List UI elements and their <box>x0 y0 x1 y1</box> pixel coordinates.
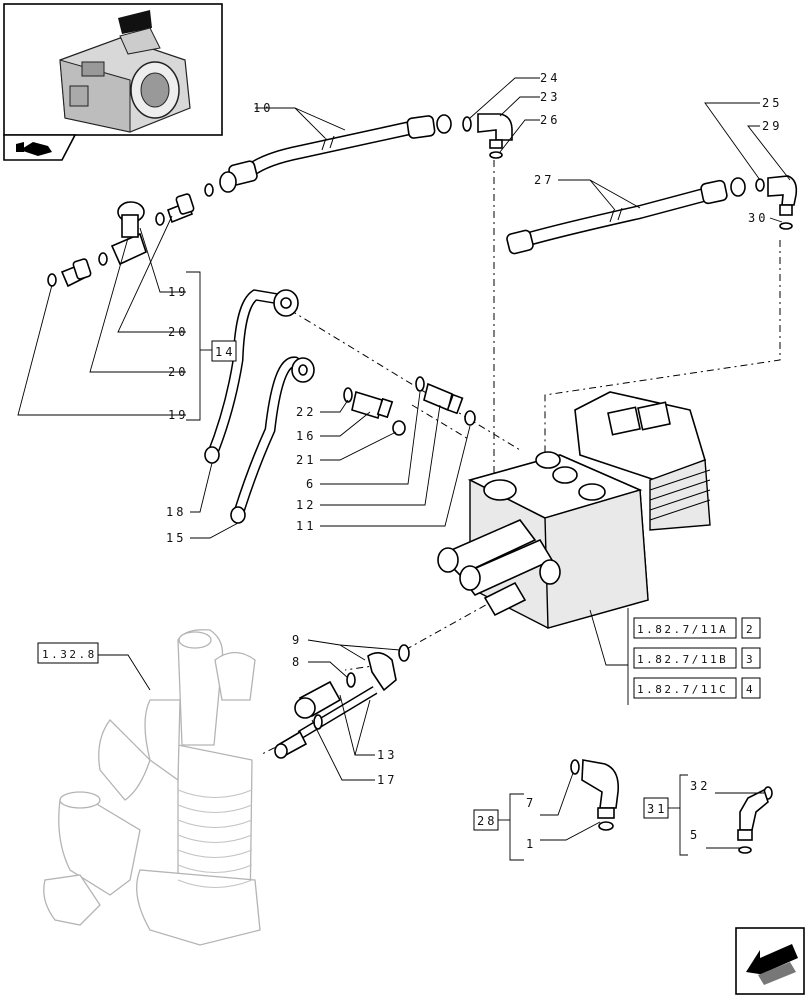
control-valve-assembly[interactable] <box>437 391 711 629</box>
callout-8: 8 <box>292 655 302 669</box>
leader-lines <box>17 77 791 861</box>
elbow-29[interactable] <box>767 175 798 216</box>
ghost-ribs <box>177 789 253 888</box>
ref-11b-label: 1.82.7/11B <box>637 653 728 666</box>
callout-29: 29 <box>762 119 782 133</box>
ref-11c-page: 4 <box>746 683 755 696</box>
callout-16: 16 <box>296 429 316 443</box>
ref-11b-page: 3 <box>746 653 755 666</box>
ref-box-11c[interactable]: 1.82.7/11C 4 <box>633 677 761 699</box>
ref-box-28[interactable]: 28 <box>473 809 499 831</box>
oring-24[interactable] <box>462 116 472 132</box>
callout-9: 9 <box>292 633 302 647</box>
next-page-arrow-icon[interactable] <box>735 927 805 995</box>
callout-23: 23 <box>540 90 560 104</box>
ref-box-31[interactable]: 31 <box>643 797 669 819</box>
callout-18: 18 <box>166 505 186 519</box>
elbow-28[interactable] <box>570 759 620 831</box>
callout-24: 24 <box>540 71 560 85</box>
elbow-31[interactable] <box>737 786 773 854</box>
callout-5: 5 <box>690 828 700 842</box>
ref-box-1-32-8[interactable]: 1.32.8 <box>37 642 99 664</box>
tube-15[interactable] <box>230 356 315 524</box>
elbow-23[interactable] <box>477 113 513 149</box>
ref-box-11a[interactable]: 1.82.7/11A 2 <box>633 617 761 639</box>
hose-10[interactable] <box>219 114 452 193</box>
callout-1: 1 <box>526 837 536 851</box>
callout-27: 27 <box>534 173 554 187</box>
ref-box-11b[interactable]: 1.82.7/11B 3 <box>633 647 761 669</box>
callout-13: 13 <box>377 748 397 762</box>
callout-6: 6 <box>306 477 316 491</box>
transmission-housing-thumbnail <box>59 10 191 133</box>
left-fittings[interactable] <box>47 183 214 288</box>
ref-11a-page: 2 <box>746 623 755 636</box>
callout-22: 22 <box>296 405 316 419</box>
callout-26: 26 <box>540 113 560 127</box>
ghost-housing-assembly <box>43 629 261 946</box>
callout-32: 32 <box>690 779 710 793</box>
callout-28: 28 <box>477 814 497 828</box>
callout-19b: 19 <box>168 408 188 422</box>
callout-11: 11 <box>296 519 316 533</box>
callout-20b: 20 <box>168 365 188 379</box>
callout-17: 17 <box>377 773 397 787</box>
callout-25: 25 <box>762 96 782 110</box>
callout-7: 7 <box>526 796 536 810</box>
fitting-group-6-12-11[interactable] <box>415 376 476 426</box>
oring-25[interactable] <box>755 178 765 192</box>
fitting-group-22-16-21[interactable] <box>343 387 406 436</box>
oring-26[interactable] <box>489 151 503 159</box>
thumbnail-frame[interactable] <box>3 3 223 161</box>
lower-fittings[interactable] <box>274 644 410 759</box>
callout-15: 15 <box>166 531 186 545</box>
oring-30[interactable] <box>779 222 793 230</box>
tube-18[interactable] <box>204 289 299 464</box>
ref-1-32-8-label: 1.32.8 <box>42 648 97 661</box>
hose-27[interactable] <box>506 177 746 255</box>
callout-labels: 10 24 23 26 25 29 27 30 19 20 20 19 22 1… <box>166 71 782 851</box>
callout-12: 12 <box>296 498 316 512</box>
callout-19a: 19 <box>168 285 188 299</box>
ref-11a-label: 1.82.7/11A <box>637 623 728 636</box>
callout-20a: 20 <box>168 325 188 339</box>
callout-30: 30 <box>748 211 768 225</box>
ref-box-14[interactable]: 14 <box>211 340 237 362</box>
valve-ribs <box>649 469 711 521</box>
previous-page-icon[interactable] <box>3 134 77 161</box>
ref-11c-label: 1.82.7/11C <box>637 683 728 696</box>
callout-31: 31 <box>647 802 667 816</box>
callout-21: 21 <box>296 453 316 467</box>
callout-10: 10 <box>253 101 273 115</box>
callout-14: 14 <box>215 345 235 359</box>
